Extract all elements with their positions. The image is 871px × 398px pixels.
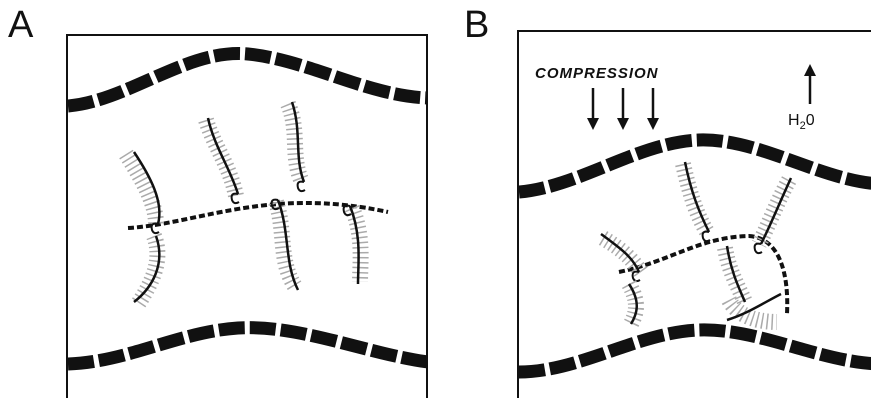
compression-arrows xyxy=(587,88,659,130)
core-protein xyxy=(725,245,747,303)
link-loop xyxy=(701,230,711,243)
aggrecan-6 xyxy=(342,204,369,285)
bristles xyxy=(268,199,303,293)
panel-b-diagram xyxy=(519,64,871,379)
link-loop xyxy=(631,270,641,283)
aggrecan-1 xyxy=(598,231,648,283)
core-protein xyxy=(132,151,161,225)
bristles xyxy=(598,231,648,277)
down-arrow-head xyxy=(587,118,599,130)
panel-b-label: B xyxy=(464,4,490,46)
link-loop xyxy=(753,242,763,255)
aggrecan-3 xyxy=(198,117,244,205)
panel-a-diagram xyxy=(68,47,426,371)
bottom-surface xyxy=(519,323,871,379)
link-loop xyxy=(230,192,240,205)
bristles xyxy=(675,162,714,237)
aggrecan-2 xyxy=(621,280,644,328)
water-label: H20 xyxy=(788,112,815,133)
aggrecan-4 xyxy=(280,100,310,193)
core-protein xyxy=(290,101,306,183)
down-arrow-head xyxy=(647,118,659,130)
water-outflow-arrow xyxy=(804,64,816,104)
bristles xyxy=(131,233,166,309)
bristles xyxy=(721,295,778,330)
down-arrow-head xyxy=(617,118,629,130)
bottom-surface xyxy=(68,321,426,371)
aggrecan-2 xyxy=(131,233,166,309)
bristles xyxy=(717,246,753,306)
bristles xyxy=(280,100,310,186)
top-surface xyxy=(519,133,871,199)
core-protein xyxy=(348,205,360,285)
core-protein xyxy=(206,117,240,195)
core-protein xyxy=(726,292,782,322)
core-protein xyxy=(276,199,300,291)
bristles xyxy=(119,149,164,225)
panel-a-label: A xyxy=(8,4,34,46)
compression-label: COMPRESSION xyxy=(535,65,659,82)
up-arrow-head xyxy=(804,64,816,76)
aggrecan-6 xyxy=(721,292,782,330)
core-protein xyxy=(683,161,711,233)
core-protein xyxy=(133,235,161,303)
core-protein xyxy=(600,232,641,273)
aggrecan-4 xyxy=(751,176,797,255)
link-loop xyxy=(270,198,280,211)
link-loop xyxy=(150,222,160,235)
panel-b-compressed: COMPRESSION H20 xyxy=(517,30,871,398)
core-protein xyxy=(759,177,793,245)
link-loop xyxy=(342,204,352,217)
hyaluronan-backbone xyxy=(618,233,790,315)
aggrecan-5 xyxy=(268,198,303,293)
bristles xyxy=(198,117,244,198)
bristles xyxy=(751,176,797,248)
aggrecan-1 xyxy=(119,149,164,235)
link-loop xyxy=(296,180,306,193)
core-protein xyxy=(627,283,638,325)
aggrecan-5 xyxy=(717,245,753,306)
top-surface xyxy=(68,47,426,113)
hyaluronan-backbone xyxy=(127,201,389,230)
aggrecan-3 xyxy=(675,161,714,243)
panel-a-uncompressed xyxy=(66,34,428,398)
